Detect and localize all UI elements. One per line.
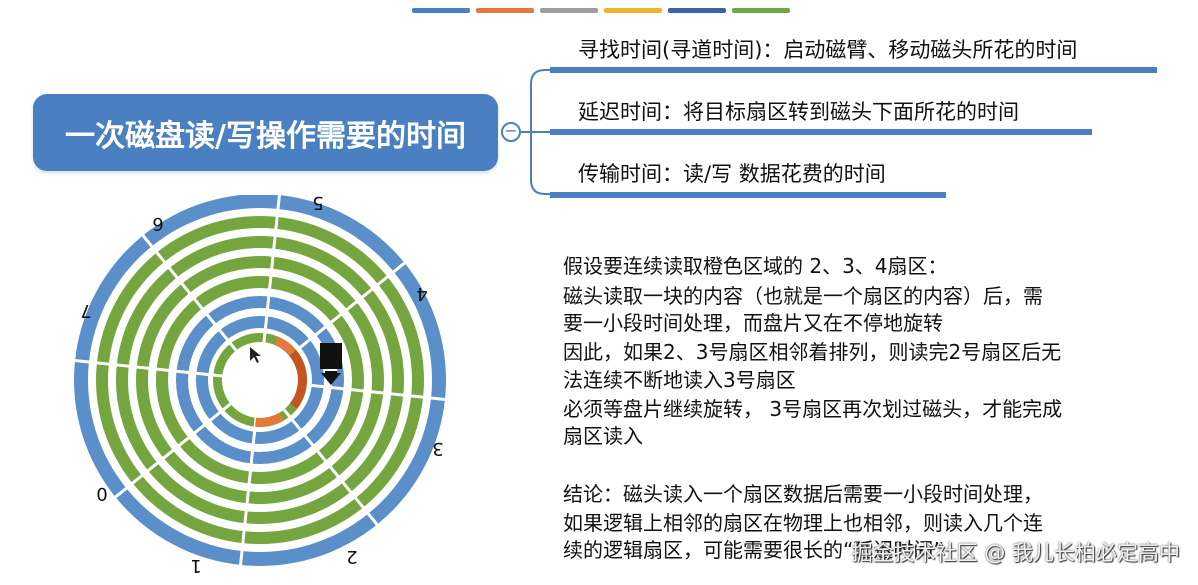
- mouse-cursor-icon: [250, 347, 261, 363]
- conclusion-line-3: 续的逻辑扇区，可能需要很长的“延迟时间”: [563, 538, 944, 562]
- desc-line-2: 磁头读取一块的内容（也就是一个扇区的内容）后，需: [563, 284, 1043, 308]
- sector-divider-7: [288, 259, 409, 358]
- color-bar-1: [412, 8, 470, 13]
- color-bar-2: [476, 8, 534, 13]
- branch-latency-time[interactable]: 延迟时间：将目标扇区转到磁头下面所花的时间: [578, 100, 1019, 124]
- color-bar-5: [668, 8, 726, 13]
- desc-line-3: 要一小段时间处理，而盘片又在不停地旋转: [563, 311, 943, 335]
- target-sector-2: [255, 412, 284, 427]
- sector-label-6: 6: [152, 213, 163, 234]
- desc-line-1: 假设要连续读取橙色区域的 2、3、4扇区：: [563, 254, 948, 278]
- sector-divider-1: [282, 408, 381, 529]
- branch-seek-underline: [550, 67, 1157, 73]
- color-bar-3: [540, 8, 598, 13]
- sector-label-7: 7: [80, 300, 91, 321]
- conclusion-line-1: 结论：磁头读入一个扇区数据后需要一小段时间处理，: [563, 482, 1043, 506]
- branch-seek-time[interactable]: 寻找时间(寻道时间)：启动磁臂、移动磁头所花的时间: [578, 38, 1078, 62]
- sector-divider-5: [139, 231, 238, 352]
- desc-line-6: 必须等盘片继续旋转， 3号扇区再次划过磁头，才能完成: [563, 397, 1063, 421]
- sector-label-4: 4: [416, 283, 427, 304]
- sector-label-3: 3: [432, 438, 443, 459]
- target-sectors: [255, 336, 307, 427]
- desc-line-5: 法连续不断地读入3号扇区: [563, 368, 796, 392]
- target-sector-4: [274, 336, 297, 356]
- sector-divider-2: [238, 417, 258, 570]
- desc-line-7: 扇区读入: [563, 424, 643, 448]
- sector-divider-0: [297, 382, 450, 402]
- color-bar-6: [732, 8, 790, 13]
- color-bar-4: [604, 8, 662, 13]
- sector-dividers: [70, 195, 450, 570]
- branch-latency-underline: [550, 129, 1092, 135]
- disk-hub: [222, 342, 298, 418]
- conclusion-line-2: 如果逻辑上相邻的扇区在物理上也相邻，则读入几个连: [563, 511, 1043, 535]
- sector-divider-6: [262, 195, 281, 343]
- target-sector-3: [289, 349, 307, 409]
- disk-diagram: 0 1 2 3 4 5 6 7: [70, 195, 450, 576]
- read-head-icon: [320, 343, 342, 385]
- branch-transfer-underline: [550, 192, 946, 198]
- sector-label-1: 1: [190, 555, 201, 576]
- collapse-toggle-icon[interactable]: −: [501, 122, 521, 142]
- main-topic-node[interactable]: 一次磁盘读/写操作需要的时间: [33, 94, 498, 171]
- sector-label-5: 5: [312, 195, 323, 213]
- main-topic-label: 一次磁盘读/写操作需要的时间: [65, 118, 466, 154]
- sector-label-2: 2: [346, 546, 357, 567]
- sector-labels: 0 1 2 3 4 5 6 7: [80, 195, 443, 576]
- sector-label-0: 0: [96, 483, 107, 504]
- desc-line-4: 因此，如果2、3号扇区相邻着排列，则读完2号扇区后无: [563, 340, 1062, 364]
- disk-tracks: [74, 195, 446, 566]
- watermark: 掘金技术社区 @ 我儿长柏必定高中: [851, 541, 1180, 565]
- mindmap-connectors: [521, 69, 552, 195]
- branch-transfer-time[interactable]: 传输时间：读/写 数据花费的时间: [578, 162, 886, 186]
- sector-divider-4: [70, 358, 223, 378]
- sector-divider-3: [111, 402, 232, 501]
